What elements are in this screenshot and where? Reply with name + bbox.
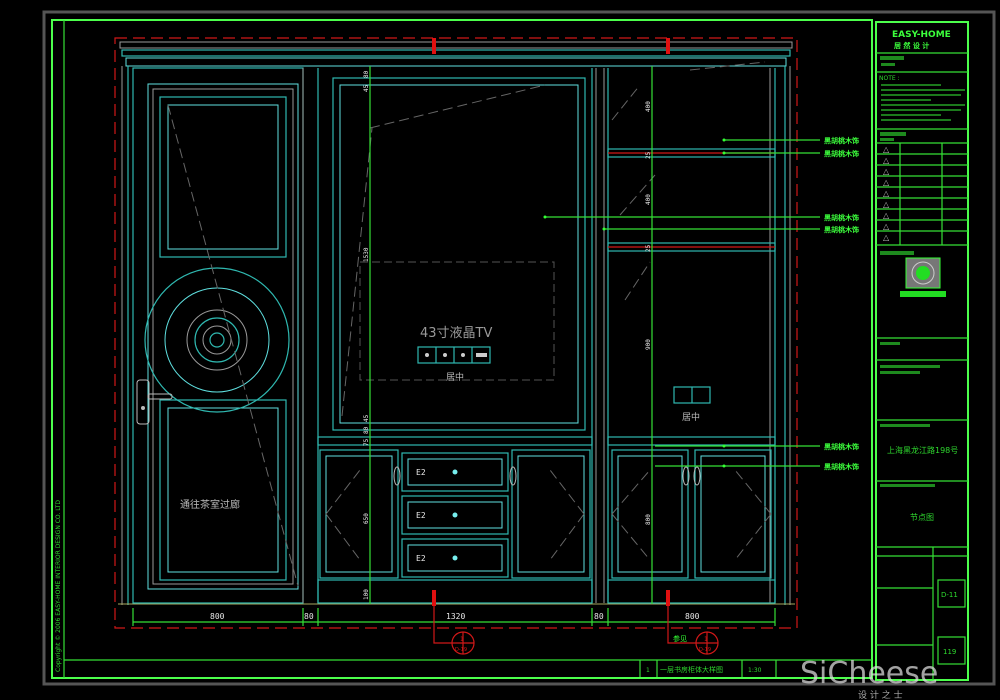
revision-mark: △ — [883, 178, 890, 187]
tv-label: 43寸液晶TV — [420, 326, 492, 341]
revision-mark: △ — [883, 156, 890, 165]
drawing-name: 节点图 — [910, 513, 934, 522]
svg-text:650: 650 — [363, 513, 370, 524]
dim-label: 800 — [210, 612, 225, 621]
drawing-title: 一层书房柜体大样图 — [660, 665, 723, 674]
drawing-frame — [51, 19, 873, 679]
center-label-tv: 居中 — [446, 371, 464, 383]
section-cut-marker[interactable] — [432, 38, 475, 655]
note-text-lines — [881, 84, 965, 121]
note-heading: NOTE : — [879, 75, 900, 82]
drawer-tag: E2 — [416, 468, 426, 477]
cabinet-top-cornice — [119, 41, 793, 67]
sheet-code: D-11 — [941, 591, 958, 599]
material-label: 黑胡桃木饰 — [824, 442, 859, 451]
material-label: 黑胡桃木饰 — [824, 462, 859, 471]
center-label-right: 居中 — [682, 411, 700, 423]
revision-mark: △ — [883, 222, 890, 231]
revision-mark: △ — [883, 211, 890, 220]
svg-text:45: 45 — [363, 84, 370, 92]
revision-mark: △ — [883, 233, 890, 242]
title-block — [875, 21, 969, 681]
svg-text:900: 900 — [645, 339, 652, 350]
drawer-tag: E2 — [416, 554, 426, 563]
door[interactable] — [132, 67, 319, 604]
drawing-title-bar — [639, 660, 777, 677]
svg-text:80: 80 — [363, 70, 370, 78]
revision-mark: △ — [883, 200, 890, 209]
svg-text:75: 75 — [363, 438, 370, 446]
copyright-text: Copyright © 2006 EASY-HOME INTERIOR DESI… — [55, 500, 62, 672]
svg-text:100: 100 — [363, 589, 370, 600]
material-label: 黑胡桃木饰 — [824, 149, 859, 158]
svg-text:1530: 1530 — [363, 247, 370, 262]
material-label: 黑胡桃木饰 — [824, 136, 859, 145]
door-label: 通往茶室过廊 — [180, 498, 240, 511]
project-address: 上海黑龙江路198号 — [887, 445, 958, 455]
material-label: 黑胡桃木饰 — [824, 225, 859, 234]
brand-logo: EASY-HOME — [892, 30, 951, 40]
sheet-border — [42, 10, 996, 686]
vertical-dims-right: 400 25 400 25 900 800 — [645, 101, 652, 525]
door-handle-icon[interactable] — [136, 379, 173, 425]
drawing-index: 1 — [646, 667, 650, 674]
svg-text:400: 400 — [645, 194, 652, 205]
sheet-number: 119 — [943, 648, 956, 656]
vertical-dims-tv: 80 45 1530 45 80 75 650 100 — [363, 70, 370, 600]
svg-text:800: 800 — [645, 514, 652, 525]
revision-mark: △ — [883, 167, 890, 176]
watermark-logo: SiCheese — [800, 656, 938, 691]
svg-text:25: 25 — [645, 244, 652, 252]
revision-rows — [876, 153, 968, 232]
company-seal-icon — [900, 257, 946, 297]
socket-panel — [417, 346, 491, 364]
dim-label: 80 — [594, 612, 604, 621]
tv-base-cabinet[interactable] — [319, 449, 591, 579]
section-ref: D-19 — [699, 647, 711, 653]
tv-niche — [317, 77, 593, 604]
section-outline — [114, 37, 798, 629]
see-label: 参见 — [673, 634, 687, 643]
drawing-scale: 1:30 — [748, 667, 762, 674]
section-cut-marker[interactable] — [666, 38, 719, 655]
section-number: 1 — [460, 636, 464, 643]
svg-text:400: 400 — [645, 101, 652, 112]
brand-cn: 居 然 设 计 — [894, 41, 929, 50]
watermark-subtitle: 设 计 之 士 — [858, 689, 903, 700]
svg-text:80: 80 — [363, 426, 370, 434]
dim-label: 1320 — [446, 612, 465, 621]
drawer-tag: E2 — [416, 511, 426, 520]
svg-text:45: 45 — [363, 414, 370, 422]
dim-label: 80 — [304, 612, 314, 621]
material-label: 黑胡桃木饰 — [824, 213, 859, 222]
dim-label: 800 — [685, 612, 700, 621]
svg-text:25: 25 — [645, 151, 652, 159]
revision-mark: △ — [883, 189, 890, 198]
material-leaders — [543, 138, 820, 468]
right-shelf-cabinet[interactable] — [591, 61, 776, 604]
revision-mark: △ — [883, 145, 890, 154]
section-number: 1 — [704, 636, 708, 643]
section-ref: D-19 — [455, 647, 467, 653]
